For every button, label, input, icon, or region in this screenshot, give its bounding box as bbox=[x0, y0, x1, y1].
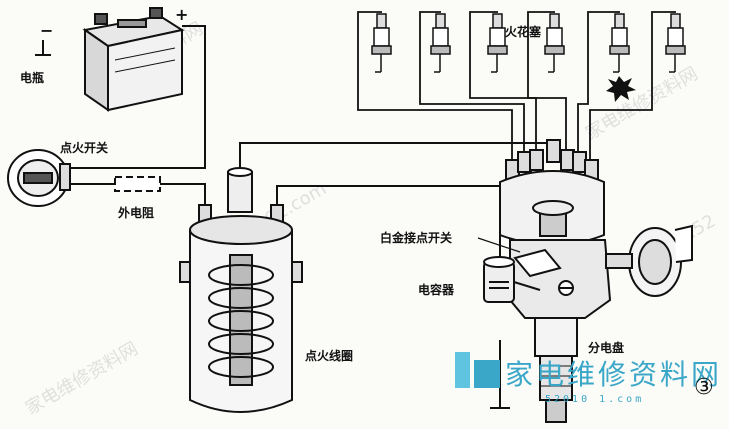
capacitor bbox=[483, 256, 541, 303]
logo-mark-right bbox=[474, 360, 500, 388]
ignition-switch bbox=[7, 149, 71, 207]
logo-text: 家电维修资料网 bbox=[505, 358, 722, 391]
battery-plus-sign: + bbox=[175, 5, 188, 24]
site-logo: 家电维修资料网 52010 1.com bbox=[455, 352, 722, 405]
wire-battery-to-switch bbox=[65, 25, 206, 169]
ignition-coil bbox=[179, 167, 303, 413]
distributor bbox=[499, 139, 693, 423]
battery-terminal-negative bbox=[94, 13, 108, 25]
label-ignition-coil: 点火线圈 bbox=[305, 348, 353, 363]
plug-wires bbox=[357, 11, 676, 168]
spark-plug-4 bbox=[544, 13, 565, 73]
label-distributor: 分电盘 bbox=[588, 340, 624, 355]
label-external-resistor: 外电阻 bbox=[118, 205, 154, 220]
logo-url: 52010 1.com bbox=[545, 394, 644, 405]
spark-burst-icon bbox=[606, 76, 636, 102]
label-ignition-switch: 点火开关 bbox=[60, 140, 108, 155]
watermark-3: 家电维修资料网 bbox=[582, 63, 702, 144]
label-capacitor: 电容器 bbox=[418, 282, 455, 297]
spark-plug-3 bbox=[487, 13, 508, 73]
label-battery: 电瓶 bbox=[20, 70, 44, 85]
battery bbox=[82, 7, 185, 112]
battery-ground bbox=[35, 40, 51, 56]
spark-plugs bbox=[371, 13, 686, 102]
spark-plug-6 bbox=[665, 13, 686, 73]
spark-plug-1 bbox=[371, 13, 392, 73]
spark-plug-5 bbox=[609, 13, 630, 73]
watermark-5: 家电维修资料网 bbox=[22, 338, 142, 419]
battery-terminal-positive bbox=[149, 7, 163, 19]
figure-number: ③ bbox=[694, 375, 714, 400]
external-resistor bbox=[114, 176, 161, 192]
label-points: 白金接点开关 bbox=[380, 230, 452, 245]
wire-resistor-to-coil bbox=[160, 183, 206, 205]
spark-plug-2 bbox=[430, 13, 451, 73]
logo-mark-left bbox=[455, 352, 470, 388]
points-leader bbox=[477, 237, 521, 253]
battery-minus-sign: − bbox=[40, 21, 53, 40]
label-spark-plug: 火花塞 bbox=[505, 24, 542, 39]
